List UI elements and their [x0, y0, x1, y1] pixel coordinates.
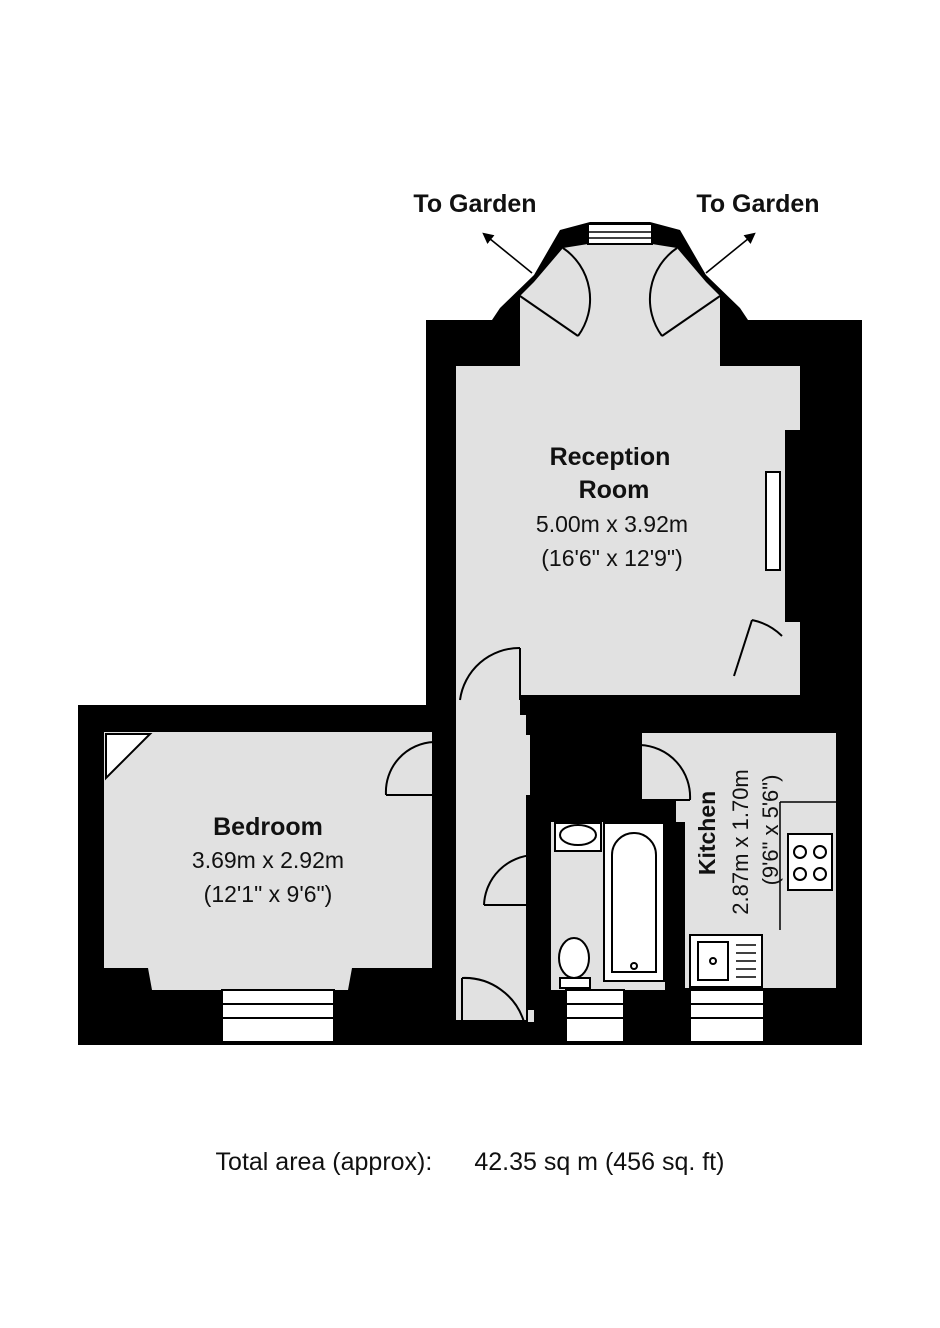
bottom-windows — [221, 989, 765, 1043]
bedroom-floor — [104, 732, 432, 990]
kitchen-door — [639, 744, 692, 801]
kitchen-name: Kitchen — [694, 791, 720, 875]
total-area: Total area (approx): 42.35 sq m (456 sq. … — [0, 1148, 940, 1177]
total-area-label: Total area (approx): — [215, 1148, 433, 1176]
fireplace — [765, 471, 781, 571]
arrow-right-icon — [705, 232, 756, 274]
kitchen-imperial: (9'6" x 5'6") — [758, 775, 783, 886]
reception-imperial: (16'6" x 12'9") — [541, 545, 682, 571]
hob-icon — [787, 833, 833, 891]
kitchen-metric: 2.87m x 1.70m — [728, 769, 753, 915]
cupboard-door — [733, 619, 783, 677]
garden-doors — [519, 247, 721, 337]
reception-floor — [456, 244, 800, 715]
garden-label-right: To Garden — [696, 190, 819, 218]
bath-icon — [603, 822, 665, 982]
bathroom-door — [483, 854, 535, 906]
total-area-value: 42.35 sq m (456 sq. ft) — [474, 1148, 725, 1176]
bedroom-metric: 3.69m x 2.92m — [192, 847, 344, 873]
partitions — [432, 695, 836, 1022]
bedroom-imperial: (12'1" x 9'6") — [204, 881, 333, 907]
garden-label-left: To Garden — [413, 190, 536, 218]
sink-icon — [689, 934, 763, 988]
entrance-door — [461, 976, 525, 1023]
reception-name-2: Room — [579, 476, 650, 504]
bedroom-corner-unit — [105, 733, 153, 781]
arrow-left-icon — [482, 232, 533, 274]
garden-arrows — [482, 232, 756, 274]
reception-name-1: Reception — [550, 443, 671, 471]
hall-door — [459, 646, 521, 701]
toilet-icon — [558, 937, 591, 989]
bedroom-door — [384, 741, 435, 796]
reception-metric: 5.00m x 3.92m — [536, 511, 688, 537]
bedroom-name: Bedroom — [213, 813, 323, 841]
bay-window — [587, 223, 653, 245]
basin-icon — [554, 822, 602, 852]
